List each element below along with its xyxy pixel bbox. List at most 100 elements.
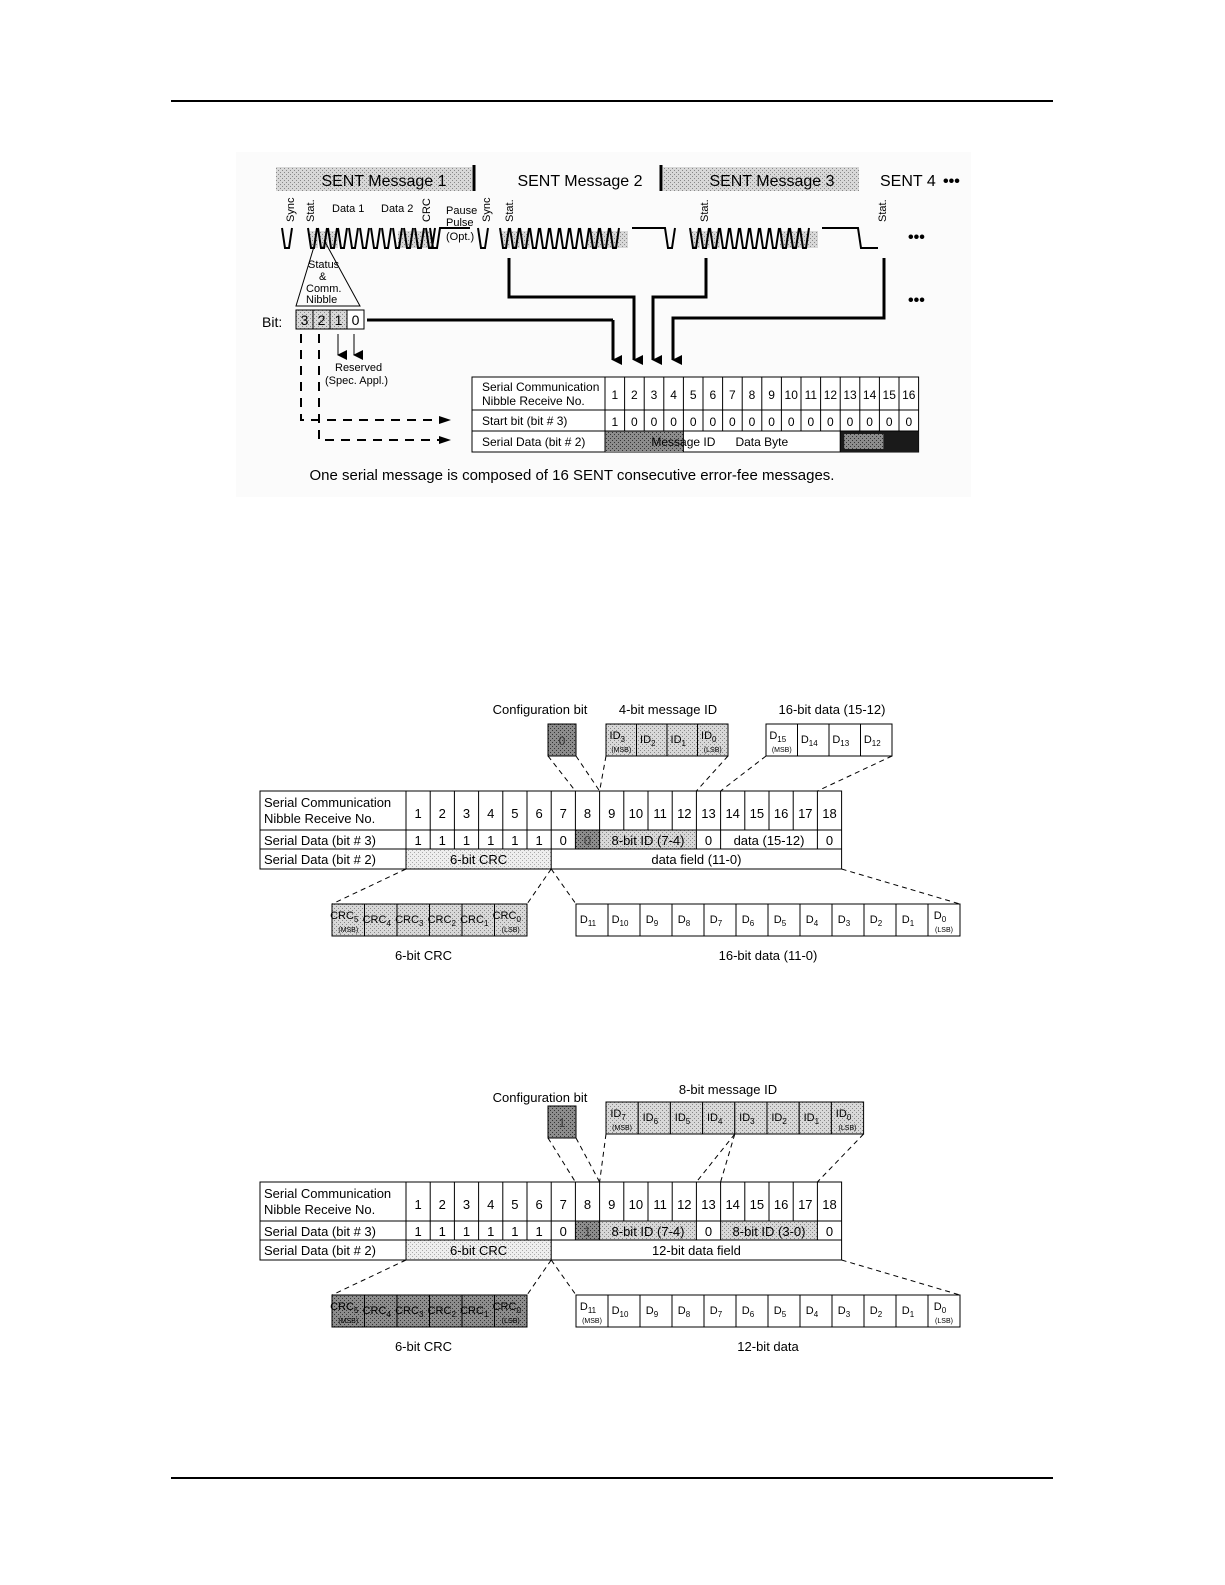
data-hi-bit-label: D12 — [864, 734, 881, 748]
crc-bit — [331, 1294, 365, 1328]
crc-span-shade — [406, 1240, 552, 1260]
row-header-bit3: Serial Data (bit # 3) — [264, 833, 376, 848]
config-bit-value: 0 — [584, 833, 591, 848]
crc-bit-label: CRC4 — [363, 914, 392, 928]
nibble18-zero: 0 — [826, 1224, 833, 1239]
data-lo-bit — [703, 903, 737, 937]
data-hi-bit — [797, 723, 830, 757]
data-field-label: data field (11-0) — [651, 852, 741, 867]
data-lo-bit — [703, 1294, 737, 1328]
data-lo-bit — [927, 1294, 961, 1328]
bit-box-label: 1 — [335, 312, 343, 328]
table-row-header-start-bit: Start bit (bit # 3) — [482, 414, 567, 428]
crc-bit — [331, 903, 365, 937]
config-bit-box-value: 0 — [559, 734, 566, 748]
message-id-shade — [605, 431, 684, 452]
data-lo-bit-label: D4 — [806, 1305, 819, 1319]
data-lo-bit — [607, 1294, 641, 1328]
stat-label-1: Stat. — [305, 199, 317, 222]
crc-caption: 6-bit CRC — [395, 948, 452, 963]
bit-box-label: 0 — [352, 312, 360, 328]
message-id-bit-note: (LSB) — [704, 747, 722, 754]
nibble-number: 18 — [822, 806, 836, 821]
figure1-caption: One serial message is composed of 16 SEN… — [310, 467, 835, 484]
data-lo-bit — [735, 903, 769, 937]
nibble-number: 12 — [824, 388, 838, 402]
nibble-number: 13 — [701, 806, 715, 821]
data-lo-bit — [639, 1294, 673, 1328]
message-id-bit — [830, 1101, 865, 1135]
stat-label-4: Stat. — [877, 199, 889, 222]
config-bit-box — [547, 1105, 577, 1139]
nibble-number: 15 — [883, 388, 897, 402]
data-lo-bit-label: D2 — [870, 1305, 883, 1319]
nibble-number: 16 — [902, 388, 916, 402]
nibble-number: 5 — [511, 1197, 518, 1212]
start-bit-value: 0 — [690, 415, 697, 429]
start-bit-value: 0 — [670, 415, 677, 429]
data-lo-bit — [927, 903, 961, 937]
nibble13-zero: 0 — [705, 1224, 712, 1239]
data-lo-bit — [799, 903, 833, 937]
start-bit-value: 0 — [847, 415, 854, 429]
bit3-value: 1 — [511, 833, 518, 848]
bit3-value: 1 — [487, 1224, 494, 1239]
crc-bit — [364, 1294, 398, 1328]
ellipsis-signal: ••• — [908, 229, 925, 246]
nibble-number: 3 — [463, 806, 470, 821]
nibble-number: 8 — [584, 1197, 591, 1212]
stat-label-2: Stat. — [504, 199, 516, 222]
nibble-number: 10 — [785, 388, 799, 402]
sent-message-4-label: SENT 4 — [880, 173, 936, 190]
message-id-bit — [734, 1101, 768, 1135]
data2-label: Data 2 — [381, 203, 413, 215]
message-id-bit — [702, 1101, 736, 1135]
id-span1-label: 8-bit ID (7-4) — [612, 1224, 685, 1239]
data-hi-bit-label: D14 — [801, 734, 818, 748]
start-bit-value: 0 — [866, 415, 873, 429]
message-id-bit-label: ID3 — [610, 730, 626, 744]
config-leader-right — [575, 755, 601, 792]
id-span2-shade — [720, 1221, 818, 1240]
message-id-bit-label: ID0 — [701, 730, 717, 744]
data-lo-bit-label: D1 — [902, 914, 915, 928]
crc-bit-label: CRC4 — [363, 1305, 392, 1319]
message-id-bit — [636, 723, 668, 757]
pause-label-1: Pause — [446, 205, 477, 217]
footer-rule — [171, 1477, 1053, 1479]
sent-message-1-banner: SENT Message 1 — [276, 165, 476, 191]
arrow-to-nibble-4 — [671, 258, 886, 365]
config-leader-left — [547, 1137, 576, 1183]
data-lo-bit-label: D7 — [710, 1305, 723, 1319]
start-bit-value: 0 — [886, 415, 893, 429]
id-span2-label: 8-bit ID (3-0) — [733, 1224, 806, 1239]
crc-span-shade — [406, 849, 552, 869]
crc-bit-label: CRC1 — [460, 1305, 489, 1319]
data-lo-bit — [639, 903, 673, 937]
start-bit-value: 0 — [768, 415, 775, 429]
data-lo-bit-label: D5 — [774, 1305, 787, 1319]
config-bit-label: Configuration bit — [493, 1090, 588, 1105]
bit-label: Bit: — [262, 314, 282, 330]
bit3-value: 1 — [414, 1224, 421, 1239]
data-lo-bit-label: D6 — [742, 1305, 755, 1319]
message-id-bit — [669, 1101, 704, 1135]
id-span-label: 8-bit ID (7-4) — [612, 833, 685, 848]
nibble-number: 11 — [653, 1197, 667, 1212]
ellipsis-lines: ••• — [908, 292, 925, 309]
data-lo-bit — [767, 1294, 801, 1328]
config-leader-left — [547, 755, 576, 792]
config-bit-shade — [575, 1221, 600, 1240]
row-header-nibble-2: Nibble Receive No. — [264, 811, 375, 826]
nibble-number: 4 — [487, 806, 494, 821]
start-bit-value: 0 — [827, 415, 834, 429]
sync-label-1: Sync — [285, 197, 297, 222]
nibble-number: 7 — [560, 806, 567, 821]
data-hi-bit-note: (MSB) — [772, 747, 792, 754]
reserved-label-2: (Spec. Appl.) — [325, 375, 388, 387]
nibble-number: 9 — [768, 388, 775, 402]
nibble-number: 14 — [725, 806, 739, 821]
nibble-number: 2 — [439, 1197, 446, 1212]
